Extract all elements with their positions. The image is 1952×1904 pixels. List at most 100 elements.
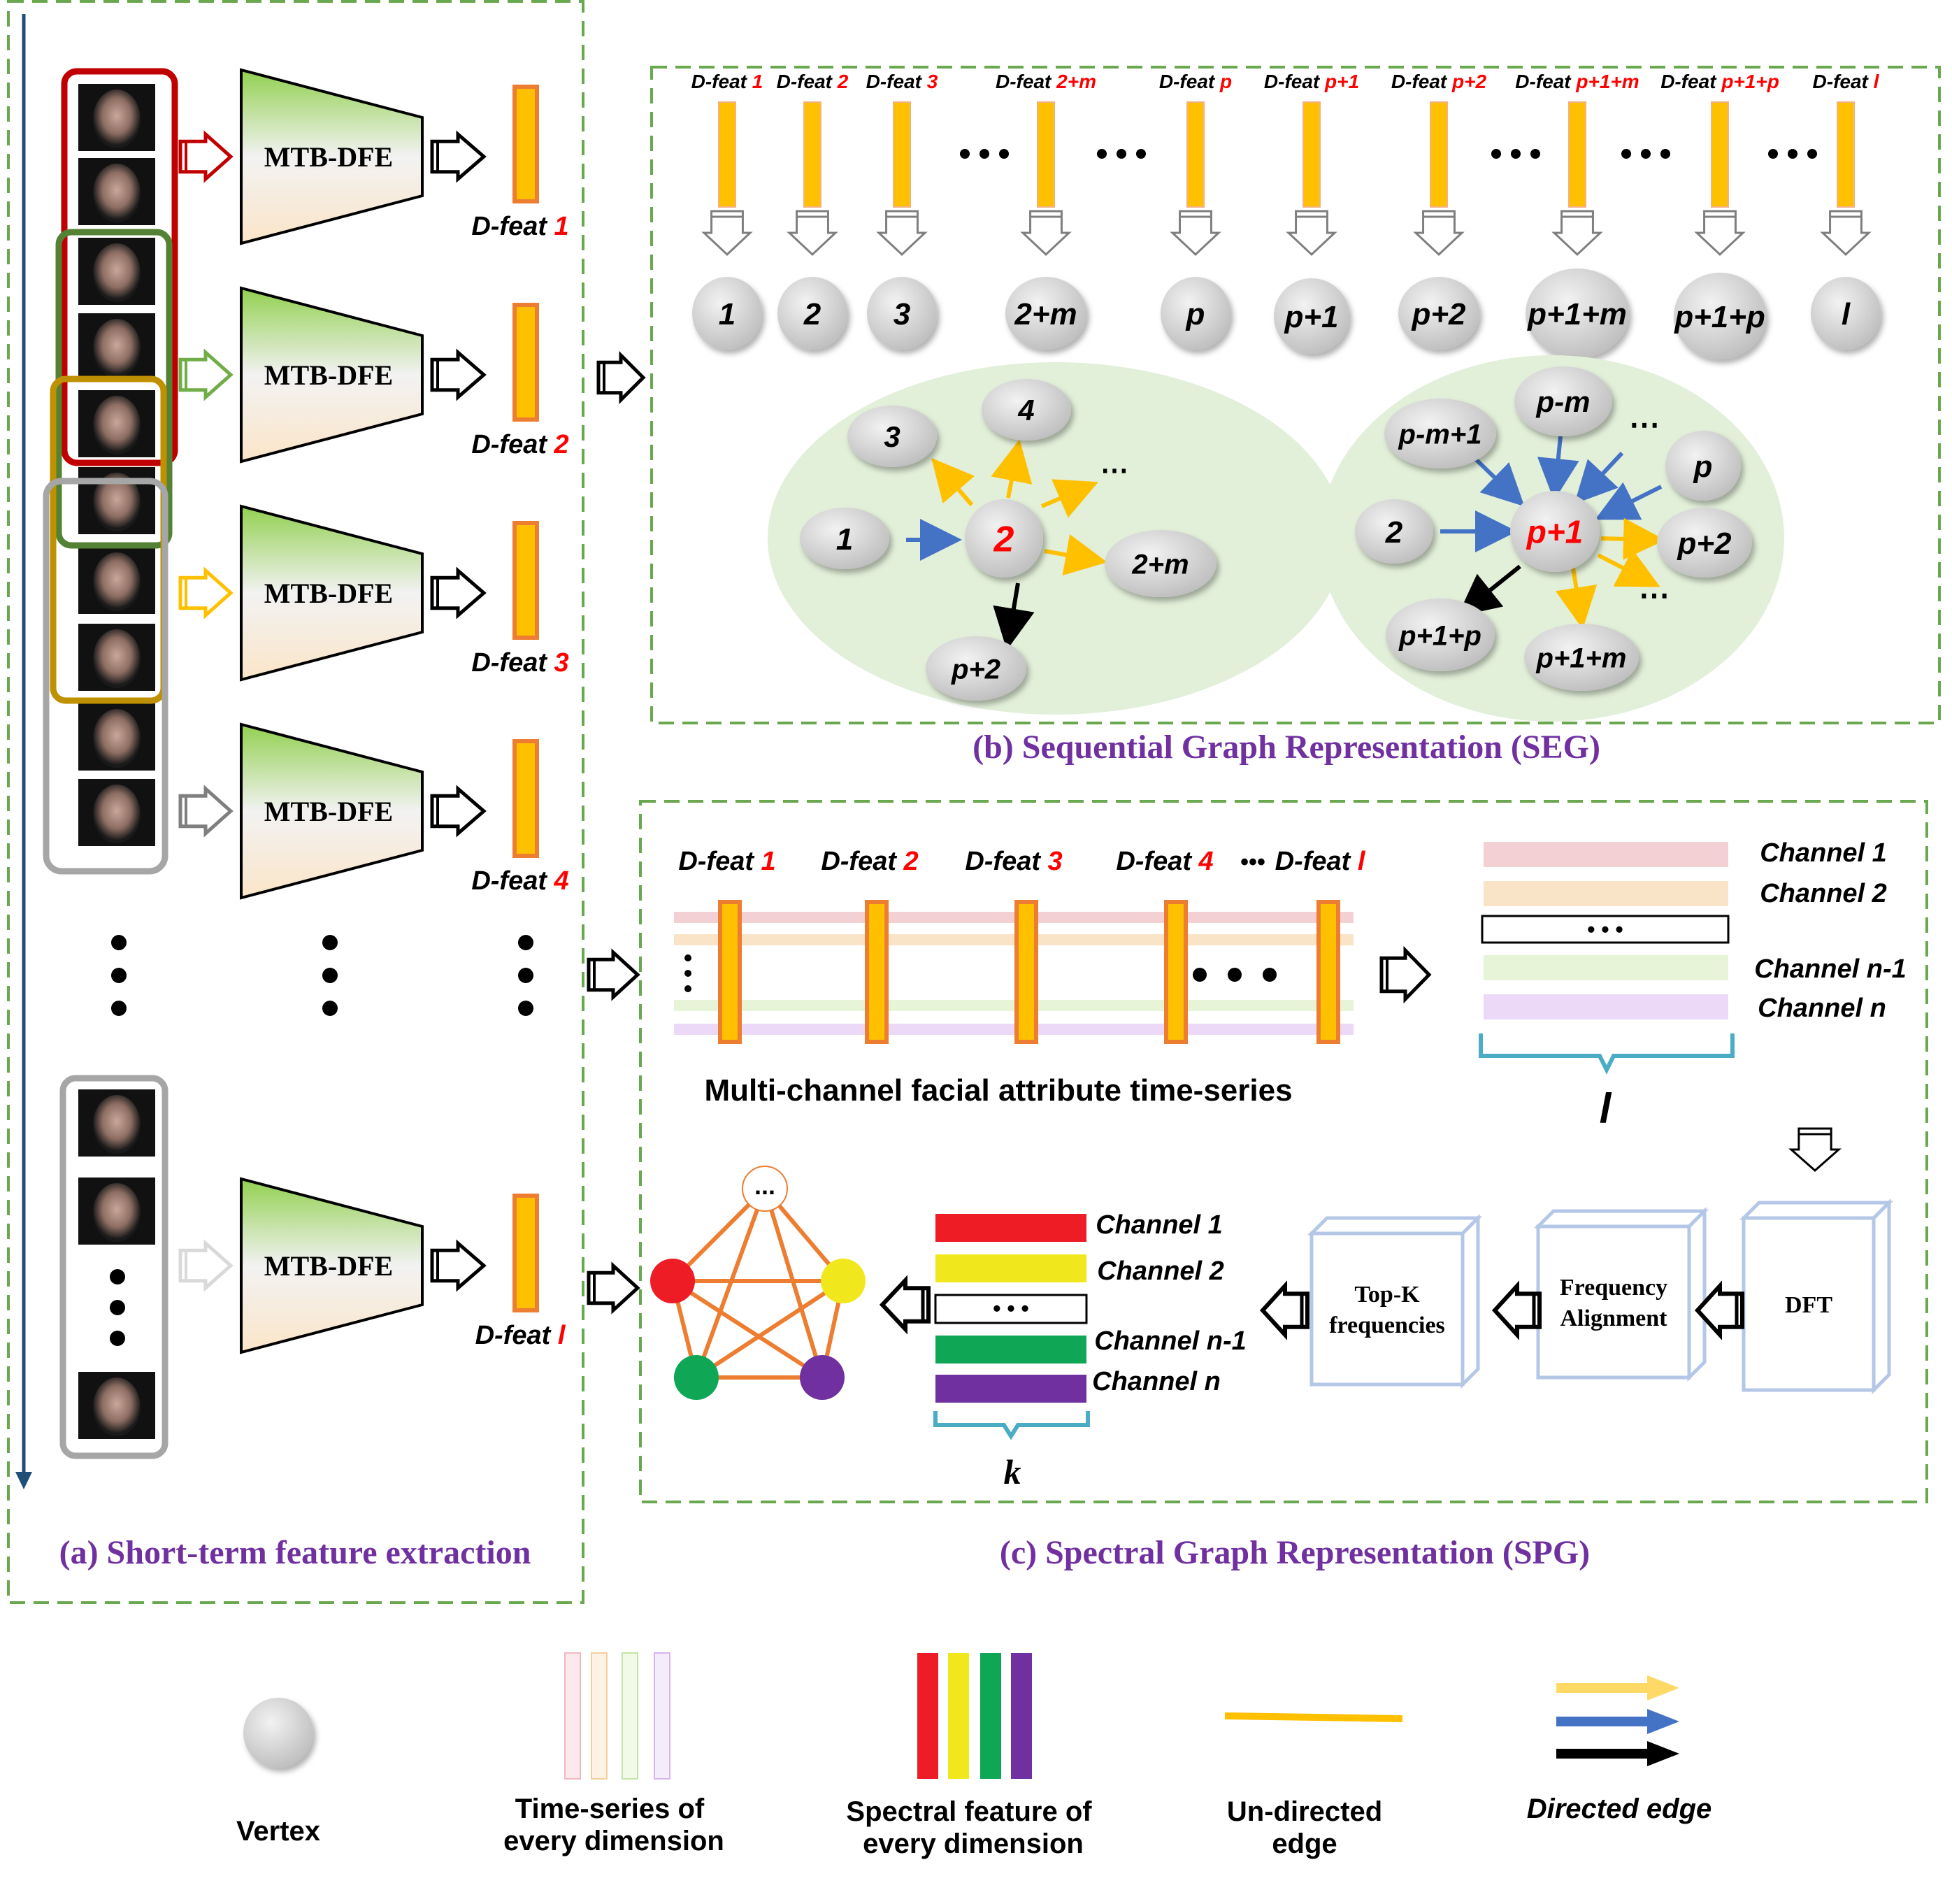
seg-down-arrow [1170, 210, 1221, 257]
mtb-dfe-block [240, 722, 424, 900]
face-image [93, 709, 141, 768]
graph-right-node-p2-label: p+2 [1677, 527, 1732, 561]
mtb-dfe-label: MTB-DFE [264, 796, 393, 827]
align-to-topk-arrow [1491, 1280, 1542, 1340]
to-channels-arrow [1379, 945, 1432, 1004]
face-image [93, 164, 141, 222]
dft-box-label-1: DFT [1785, 1292, 1832, 1318]
seg-node-label: p+1+m [1527, 297, 1627, 331]
legend-spectral-label-1: Spectral feature of [846, 1796, 1092, 1827]
connector-to-spg [587, 948, 640, 1001]
output-arrow [430, 130, 487, 183]
seg-dfeat-bar [893, 101, 911, 208]
panel-a-caption: (a) Short-term feature extraction [59, 1534, 531, 1571]
seg-node: p+1+m [1526, 269, 1629, 358]
channel-strip-bottom [935, 1336, 1086, 1363]
seg-node: 1 [692, 277, 762, 350]
series-feature-label: D-feat 1 [678, 847, 775, 876]
face-frame [76, 544, 158, 617]
k-label: k [1004, 1452, 1021, 1491]
face-image [93, 1183, 141, 1242]
seg-dfeat-bar [1037, 101, 1055, 208]
dfeat-bar [512, 521, 539, 640]
channel-strip-bottom-ellipsis [934, 1294, 1088, 1324]
face-image [93, 552, 141, 611]
dft-box: DFT [1739, 1198, 1894, 1395]
seg-column-5: D-feat pp [1159, 71, 1232, 350]
output-arrow [430, 1239, 487, 1292]
seg-node-label: 2+m [1014, 297, 1077, 331]
graph-right-edge [1574, 451, 1624, 504]
panel-b: D-feat 11D-feat 22D-feat 33D-feat 2+m2+m… [650, 66, 1941, 766]
graph-right-node-p2: p+2 [1657, 508, 1752, 578]
graph-right-node-p1p: p+1+p [1386, 599, 1495, 671]
legend-time-series-icon [564, 1652, 670, 1780]
dft-to-align-arrow [1694, 1280, 1744, 1340]
dfeat-label: D-feat 2 [471, 430, 568, 459]
seg-dfeat-bar [1837, 101, 1855, 208]
connector-to-seg [596, 350, 646, 405]
dfeat-label: D-feat l [475, 1321, 566, 1350]
seg-dfeat-bar [1186, 101, 1205, 208]
graph-right-ellipsis-bottom: ⋯ [1639, 578, 1670, 613]
mtb-dfe-block [240, 1177, 424, 1354]
graph-left-node-3: 3 [847, 406, 937, 467]
topk-box-label-1: Top-K [1354, 1282, 1420, 1308]
seg-column-3: D-feat 33 [866, 71, 938, 350]
output-arrow [430, 348, 487, 401]
freq-align-box-label-2: Alignment [1560, 1305, 1668, 1331]
seg-dfeat-label: D-feat p+2 [1391, 71, 1487, 92]
topk-box-label-2: frequencies [1329, 1312, 1445, 1338]
seg-node-label: 3 [894, 297, 910, 331]
face-frame [76, 1369, 158, 1442]
face-frames [76, 81, 158, 1442]
series-band-4 [674, 1024, 1354, 1035]
graph-right-edge [1537, 436, 1579, 501]
graph-left-center: 2 [965, 499, 1043, 578]
input-arrow [178, 130, 234, 183]
seg-dfeat-label: D-feat 2 [777, 71, 849, 92]
seg-dfeat-label: D-feat p+1+m [1515, 71, 1639, 92]
seg-column-9: D-feat p+1+pp+1+p [1660, 71, 1779, 359]
legend-time-series-label-2: every dimension [503, 1826, 724, 1856]
seg-down-arrow [1286, 210, 1337, 257]
seg-down-arrow [876, 210, 928, 257]
legend: Vertex Time-series of every dimension Sp… [236, 1652, 1711, 1859]
dfeat-bar [512, 85, 539, 203]
graph-right-ellipsis-top: ⋯ [1629, 408, 1660, 442]
graph-left-node-4-label: 4 [1017, 394, 1034, 427]
seg-dfeat-label: D-feat p [1159, 71, 1232, 92]
legend-undirected-label-2: edge [1272, 1828, 1337, 1859]
spectral-graph: ... [650, 1166, 866, 1400]
graph-right-node-pm-label: p-m [1536, 385, 1591, 418]
seg-node-label: p+1+p [1674, 300, 1765, 334]
series-feature-label: D-feat 3 [965, 847, 1062, 876]
seg-node-label: p+2 [1411, 297, 1466, 331]
seg-column-10: D-feat ll [1811, 71, 1881, 350]
dfeat-label: D-feat 4 [471, 866, 568, 896]
seg-dfeat-bar [718, 101, 736, 208]
graph-right-center: p+1 [1510, 491, 1600, 572]
seg-dfeat-bar [1711, 101, 1729, 208]
channel-bottom-label: Channel 2 [1097, 1257, 1224, 1286]
seg-down-arrow [1551, 210, 1603, 257]
graph-left-edge [991, 439, 1033, 499]
graph-left-node-p2-label: p+2 [951, 654, 1000, 685]
face-frame [76, 464, 158, 537]
channel-bottom-label: Channel n-1 [1094, 1326, 1246, 1356]
mtb-dfe-block [240, 504, 424, 682]
seg-column-1: D-feat 11 [691, 71, 763, 350]
face-image [93, 629, 141, 688]
graph-left-edge [1044, 534, 1107, 576]
panel-c-border [639, 800, 1928, 1503]
face-frame [76, 235, 158, 308]
face-image [93, 396, 141, 454]
seg-node-label: p+1 [1284, 300, 1338, 334]
seg-column-7: D-feat p+2 p+2 [1391, 71, 1487, 350]
